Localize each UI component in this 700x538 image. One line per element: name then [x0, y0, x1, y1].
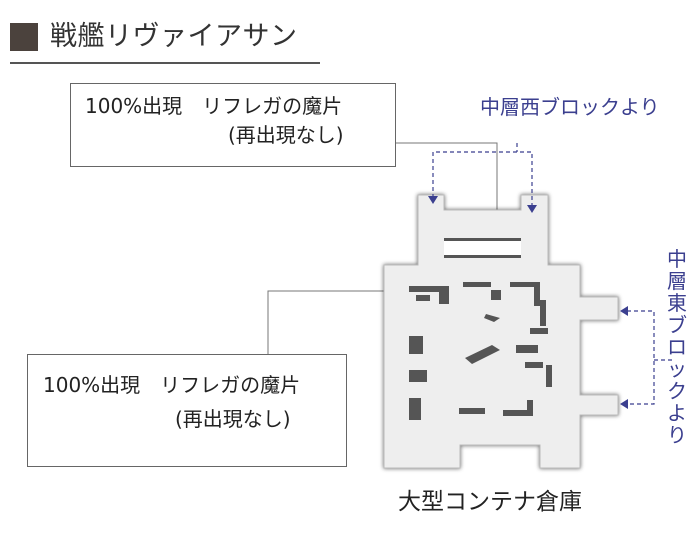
- east-connection-arrows: [627, 310, 672, 405]
- west-connection-label: 中層西ブロックより: [480, 95, 660, 119]
- item-marker: [491, 290, 501, 300]
- floor-obstacle-large: [465, 345, 500, 364]
- east-connection-label: 中層東ブロックより: [667, 247, 687, 447]
- map-floor: [383, 194, 619, 469]
- arrow-head-east-1: [620, 306, 628, 316]
- arrow-head-west-2: [527, 205, 537, 213]
- callout-bottom-line1: 100%出現 リフレガの魔片: [43, 373, 301, 397]
- arrow-head-east-2: [620, 399, 628, 409]
- page-title: 戦艦リヴァイアサン: [50, 21, 298, 52]
- floor-obstacle-small: [484, 314, 500, 322]
- item-callout-top: 100%出現 リフレガの魔片 (再出現なし): [70, 83, 396, 167]
- map-walls: [409, 238, 552, 420]
- west-connection-arrows: [432, 143, 533, 205]
- area-name-label: 大型コンテナ倉庫: [398, 489, 582, 515]
- callout-top-line1: 100%出現 リフレガの魔片: [85, 94, 343, 118]
- corridor-top-gap: [444, 238, 521, 258]
- arrow-head-west-1: [428, 196, 438, 204]
- callout-bottom-line2: (再出現なし): [175, 407, 291, 431]
- callout-top-line2: (再出現なし): [228, 123, 344, 147]
- header-divider: [10, 62, 320, 64]
- page-header: 戦艦リヴァイアサン: [10, 18, 320, 64]
- header-square-icon: [10, 23, 38, 51]
- item-callout-bottom: 100%出現 リフレガの魔片 (再出現なし): [27, 354, 347, 467]
